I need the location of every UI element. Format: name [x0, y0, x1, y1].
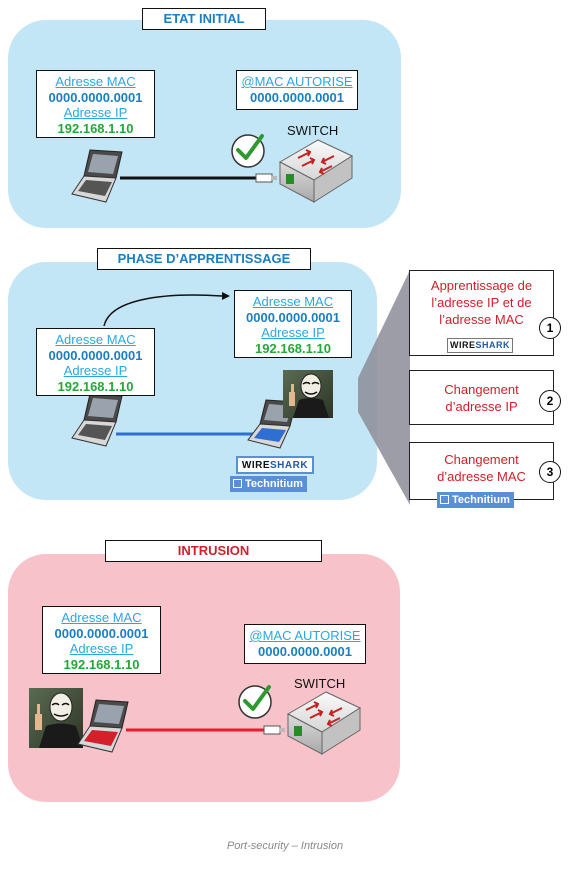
step-text-line: Apprentissage de	[430, 278, 533, 293]
step-text-line: d’adresse MAC	[437, 469, 526, 484]
laptop-icon	[71, 393, 123, 447]
allowed-mac-value: 0000.0000.0001	[250, 89, 344, 105]
panel-title-intrusion: INTRUSION	[105, 540, 322, 562]
host-address-box: Adresse MAC 0000.0000.0001 Adresse IP 19…	[36, 328, 155, 396]
allowed-mac-label: @MAC AUTORISE	[241, 74, 353, 89]
mac-label: Adresse MAC	[55, 74, 136, 89]
panel-title-initial: ETAT INITIAL	[142, 8, 266, 30]
mac-label: Adresse MAC	[61, 610, 142, 625]
ip-value: 192.168.1.10	[255, 340, 331, 356]
mac-value: 0000.0000.0001	[54, 625, 149, 641]
figure-caption: Port-security – Intrusion	[226, 840, 344, 852]
ip-label: Adresse IP	[69, 641, 134, 656]
laptop-icon	[247, 399, 297, 449]
mac-value: 0000.0000.0001	[48, 89, 143, 105]
hacker-avatar	[283, 370, 333, 418]
check-icon	[238, 685, 272, 719]
wireshark-logo-part1: WIRE	[241, 460, 271, 471]
learned-address-box: Adresse MAC 0000.0000.0001 Adresse IP 19…	[234, 290, 352, 358]
allowed-mac-label: @MAC AUTORISE	[249, 628, 361, 643]
wireshark-logo-part2: SHARK	[475, 340, 510, 350]
allowed-mac-value: 0000.0000.0001	[258, 643, 352, 659]
mac-label: Adresse MAC	[252, 294, 334, 309]
step-text-line: l’adresse MAC	[439, 312, 524, 327]
laptop-icon	[71, 149, 123, 203]
ip-value: 192.168.1.10	[63, 656, 140, 672]
step-text-line: d’adresse IP	[445, 399, 518, 414]
panel-intrusion	[8, 554, 400, 802]
hacker-avatar	[29, 688, 83, 748]
technitium-logo: Technitium	[230, 476, 307, 492]
technitium-icon	[233, 479, 242, 488]
allowed-mac-box: @MAC AUTORISE 0000.0000.0001	[236, 70, 358, 110]
step-text-line: Changement	[444, 382, 519, 397]
host-address-box: Adresse MAC 0000.0000.0001 Adresse IP 19…	[36, 70, 155, 138]
step-number-3: 3	[539, 461, 561, 483]
switch-icon	[286, 691, 362, 755]
mac-label: Adresse MAC	[55, 332, 136, 347]
switch-icon	[278, 139, 354, 203]
check-icon	[231, 134, 265, 168]
step-2-box: Changement d’adresse IP	[409, 370, 554, 425]
technitium-label: Technitium	[245, 478, 303, 490]
step-number-2: 2	[539, 390, 561, 412]
learning-arrow	[103, 294, 223, 327]
mac-value: 0000.0000.0001	[246, 309, 340, 325]
wireshark-logo: WIRESHARK	[447, 338, 513, 353]
allowed-mac-box: @MAC AUTORISE 0000.0000.0001	[244, 624, 366, 664]
technitium-icon	[440, 495, 449, 504]
ip-label: Adresse IP	[63, 363, 128, 378]
cable-intrusion	[126, 725, 285, 735]
cable-initial	[120, 173, 277, 183]
switch-label: SWITCH	[294, 676, 346, 691]
callout-funnel	[358, 270, 410, 505]
wireshark-logo: WIRESHARK	[236, 456, 314, 474]
step-number-1: 1	[539, 317, 561, 339]
step-text-line: l’adresse IP et de	[431, 295, 532, 310]
step-text-line: Changement	[444, 452, 519, 467]
step-3-box: Changement d’adresse MAC	[409, 442, 554, 500]
mac-value: 0000.0000.0001	[48, 347, 143, 363]
technitium-logo: Technitium	[437, 492, 514, 508]
ip-label: Adresse IP	[261, 325, 325, 340]
host-address-box: Adresse MAC 0000.0000.0001 Adresse IP 19…	[42, 606, 161, 674]
technitium-label: Technitium	[452, 494, 510, 506]
wireshark-logo-part2: SHARK	[270, 460, 309, 471]
ip-value: 192.168.1.10	[57, 120, 134, 136]
wireshark-logo-part1: WIRE	[449, 340, 476, 350]
ip-label: Adresse IP	[63, 105, 128, 120]
switch-label: SWITCH	[287, 123, 339, 138]
panel-title-learning: PHASE D’APPRENTISSAGE	[97, 248, 311, 270]
ip-value: 192.168.1.10	[57, 378, 134, 394]
laptop-icon	[77, 699, 129, 753]
